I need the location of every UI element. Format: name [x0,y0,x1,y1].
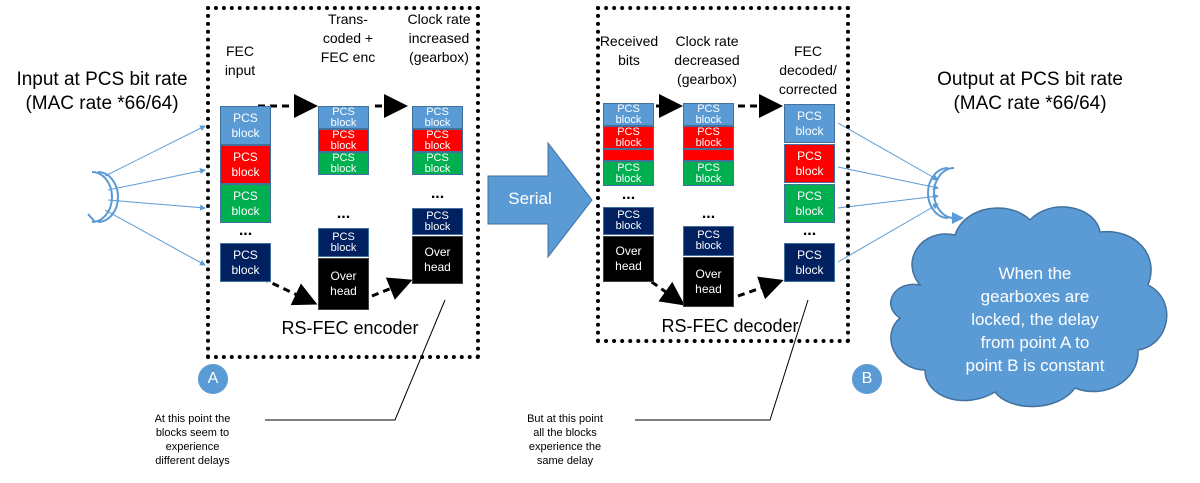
decoder-frame [596,6,850,343]
pcs-block: PCS block [603,207,654,235]
pcs-block: PCS block [412,208,463,235]
overhead-block: Over head [683,257,734,307]
pcs-block: PCS block [784,104,835,143]
pcs-block: PCS block [683,161,734,186]
pcs-block: PCS block [220,106,271,145]
pcs-block: PCS block [318,228,369,257]
decoder-title: RS-FEC decoder [661,316,799,336]
pcs-block: PCS block [603,161,654,186]
pcs-block: PCS block [220,243,271,282]
pcs-block: PCS block [412,129,463,152]
serial-arrow [487,141,593,259]
encoder-frame [206,6,480,359]
decoder-col1-header: Received bits [599,33,659,68]
marker-b: B [852,364,882,394]
pcs-block: PCS block [603,103,654,126]
pcs-block: PCS block [318,152,369,175]
encoder-col3-header: Clock rate increased (gearbox) [407,11,471,65]
ellipsis: ... [701,205,716,222]
marker-a: A [198,364,228,394]
pcs-block: PCS block [318,129,369,152]
pcs-block: PCS block [220,145,271,184]
pcs-block: PCS block [784,144,835,183]
pcs-block: PCS block [603,126,654,149]
pcs-block: PCS block [683,226,734,256]
input-label: Input at PCS bit rate (MAC rate *66/64) [16,69,188,114]
cloud-shape [889,206,1168,408]
note-a: At this point the blocks seem to experie… [154,413,231,467]
pcs-block: PCS block [784,184,835,223]
pcs-block: PCS block [318,106,369,129]
pcs-block: PCS block [784,243,835,282]
overhead-block: Over head [318,258,369,310]
pcs-block [683,149,734,161]
pcs-block: PCS block [683,126,734,149]
note-b: But at this point all the blocks experie… [527,413,603,467]
decoder-col3-header: FEC decoded/ corrected [778,43,838,97]
encoder-col2-header: Trans- coded + FEC enc [320,11,376,65]
pcs-block: PCS block [683,103,734,126]
pcs-block: PCS block [412,152,463,175]
serial-label: Serial [508,189,552,208]
cloud-text: When the gearboxes are locked, the delay… [965,264,1105,375]
ellipsis: ... [621,186,636,203]
ellipsis: ... [430,185,445,202]
encoder-col1-header: FEC input [224,43,256,78]
pcs-block: PCS block [220,184,271,223]
output-fan-arrows [837,122,939,263]
ellipsis: ... [802,222,817,239]
ellipsis: ... [336,205,351,222]
input-fan-arrows [104,125,206,266]
encoder-title: RS-FEC encoder [281,318,419,338]
output-combiner-icon [927,167,955,219]
pcs-block: PCS block [412,106,463,129]
pcs-block [603,149,654,161]
output-label: Output at PCS bit rate (MAC rate *66/64) [937,69,1123,114]
ellipsis: ... [238,222,253,239]
decoder-col2-header: Clock rate decreased (gearbox) [674,33,740,87]
overhead-block: Over head [412,236,463,284]
overhead-block: Over head [603,236,654,282]
input-combiner-icon [91,171,119,223]
